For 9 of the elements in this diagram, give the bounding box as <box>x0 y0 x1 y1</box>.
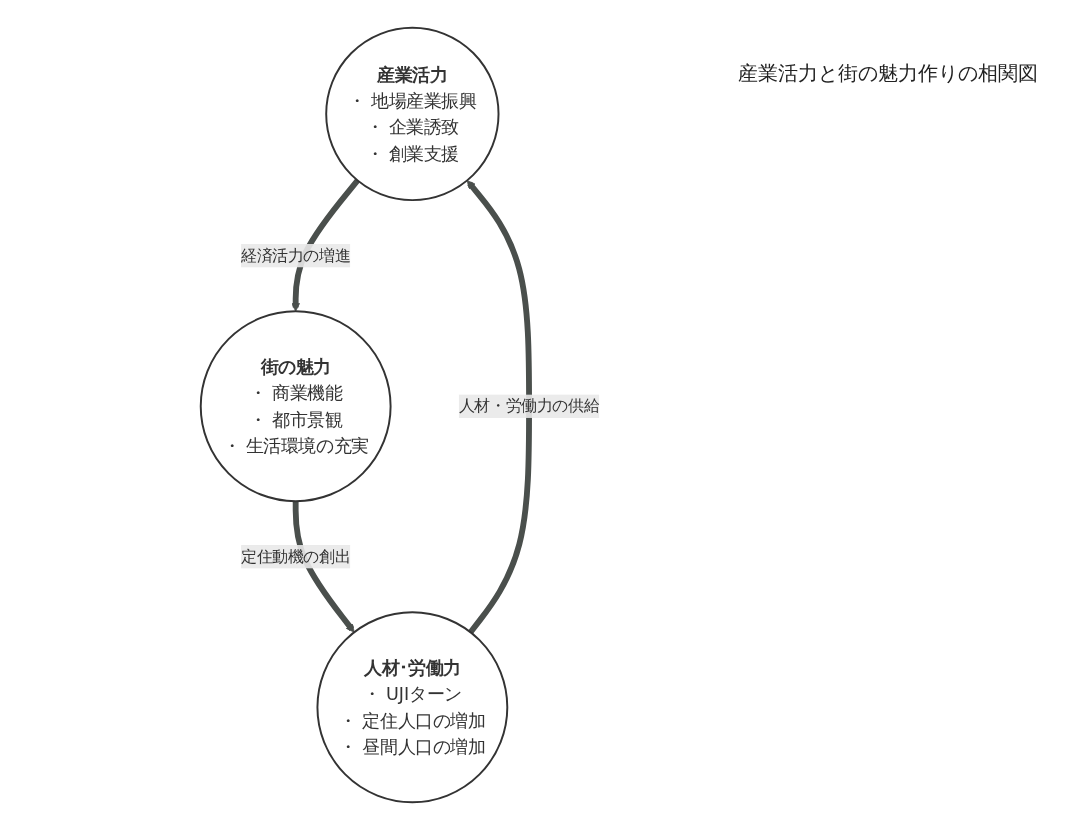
node-circle: 人材･労働力 ・ UJIターン ・ 定住人口の増加 ・ 昼間人口の増加 <box>316 611 509 804</box>
edge-label: 人材・労働力の供給 <box>458 396 600 415</box>
edge-label: 定住動機の創出 <box>241 546 351 566</box>
edge-label: 経済活力の増進 <box>241 245 351 265</box>
arrow <box>466 180 532 635</box>
node-circle: 産業活力 ・ 地場産業振興 ・ 企業誘致 ・ 創業支援 <box>325 26 500 202</box>
node-circle: 街の魅力 ・ 商業機能 ・ 都市景観 ・ 生活環境の充実 <box>199 310 392 503</box>
arrow <box>292 501 355 633</box>
diagram-title: 産業活力と街の魅力作りの相関図 <box>738 60 1038 87</box>
